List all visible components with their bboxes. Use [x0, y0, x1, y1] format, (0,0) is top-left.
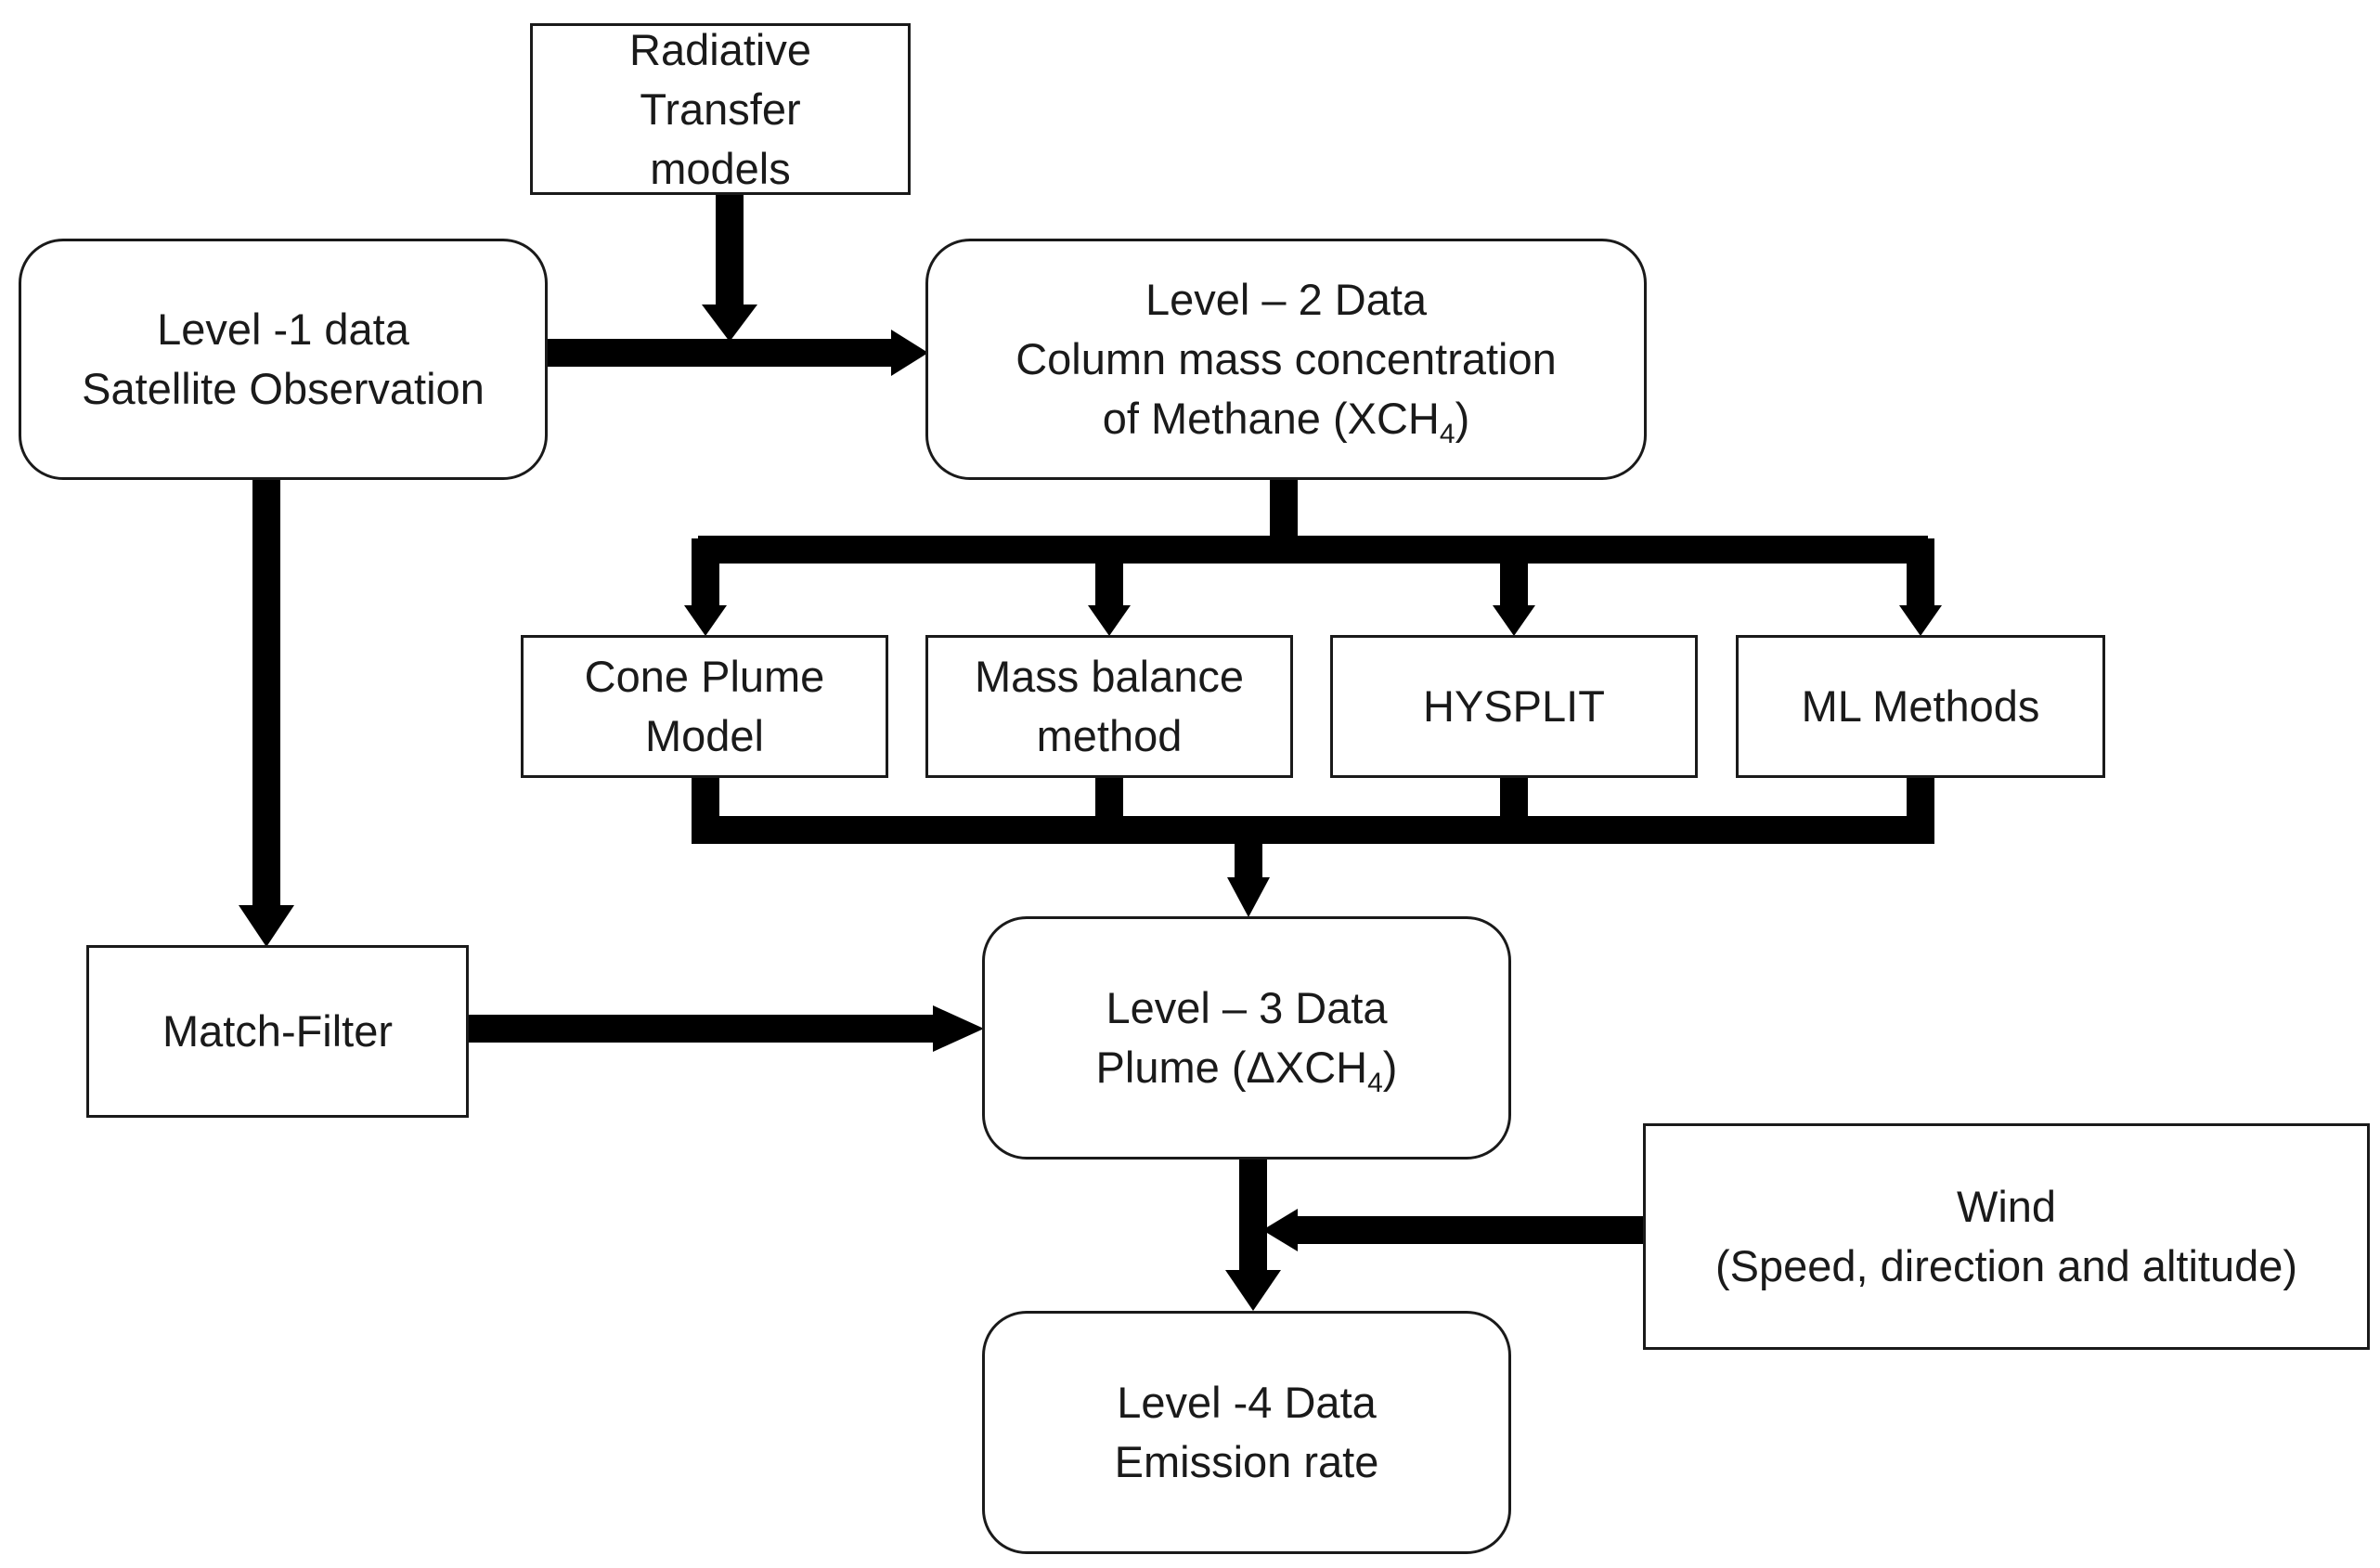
- node-text-line: Column mass concentration: [1015, 334, 1557, 383]
- node-text-line: Cone Plume: [584, 652, 825, 701]
- node-text-line: Plume (ΔXCH4): [1096, 1038, 1398, 1097]
- node-level4-emission-rate: Level -4 Data Emission rate: [982, 1311, 1511, 1554]
- node-level1-satellite-observation: Level -1 data Satellite Observation: [19, 239, 548, 480]
- node-hysplit: HYSPLIT: [1330, 635, 1698, 778]
- node-text-line: Match-Filter: [162, 1006, 394, 1056]
- arrowhead-to-level4: [1225, 1270, 1281, 1311]
- node-text-line: ML Methods: [1801, 681, 2040, 731]
- node-text-line: Radiative: [629, 24, 811, 74]
- arrowhead-to-matchfilter: [239, 905, 294, 947]
- formula-suffix: ): [1455, 394, 1470, 443]
- formula-subscript: 4: [1439, 419, 1455, 449]
- node-text-line: Satellite Observation: [82, 364, 485, 413]
- node-radiative-transfer-models: Radiative Transfer models: [530, 23, 911, 195]
- node-match-filter: Match-Filter: [86, 945, 469, 1118]
- node-text-line: Level -1 data: [157, 305, 409, 354]
- node-text-line: method: [1036, 711, 1183, 760]
- formula-text: of Methane (XCH: [1102, 394, 1440, 443]
- node-text-line: Model: [644, 711, 764, 760]
- arrowhead-radiative: [702, 305, 757, 342]
- formula-subscript: 4: [1367, 1068, 1383, 1098]
- node-level3-plume: Level – 3 Data Plume (ΔXCH4): [982, 916, 1511, 1160]
- node-text-line: Mass balance: [975, 652, 1244, 701]
- arrowhead-to-level3-left: [933, 1005, 984, 1052]
- arrowhead-to-massbalance: [1088, 605, 1131, 636]
- node-ml-methods: ML Methods: [1736, 635, 2105, 778]
- formula-text: Plume (ΔXCH: [1095, 1043, 1368, 1092]
- arrowhead-wind: [1262, 1209, 1298, 1251]
- arrowhead-to-cone: [684, 605, 727, 636]
- node-text-line: of Methane (XCH4): [1103, 389, 1469, 448]
- node-text-line: (Speed, direction and altitude): [1714, 1241, 2298, 1290]
- node-text-line: models: [650, 143, 791, 193]
- node-level2-column-mass-concentration: Level – 2 Data Column mass concentration…: [925, 239, 1647, 480]
- connector-lines: [252, 193, 1934, 1272]
- node-text-line: Wind: [1956, 1182, 2057, 1231]
- node-text-line: Transfer: [640, 84, 801, 134]
- node-text-line: Emission rate: [1114, 1437, 1379, 1486]
- node-text-line: HYSPLIT: [1423, 681, 1605, 731]
- node-wind: Wind (Speed, direction and altitude): [1643, 1123, 2370, 1350]
- arrowhead-to-level3-top: [1227, 877, 1270, 917]
- arrowheads: [239, 305, 1942, 1311]
- node-text-line: Level – 2 Data: [1145, 275, 1428, 324]
- node-mass-balance-method: Mass balance method: [925, 635, 1293, 778]
- arrowhead-to-level2: [891, 330, 928, 376]
- node-cone-plume-model: Cone Plume Model: [521, 635, 888, 778]
- node-text-line: Level – 3 Data: [1106, 983, 1388, 1032]
- node-text-line: Level -4 Data: [1117, 1378, 1377, 1427]
- arrowhead-to-hysplit: [1493, 605, 1535, 636]
- formula-suffix: ): [1382, 1043, 1398, 1092]
- arrowhead-to-ml: [1899, 605, 1942, 636]
